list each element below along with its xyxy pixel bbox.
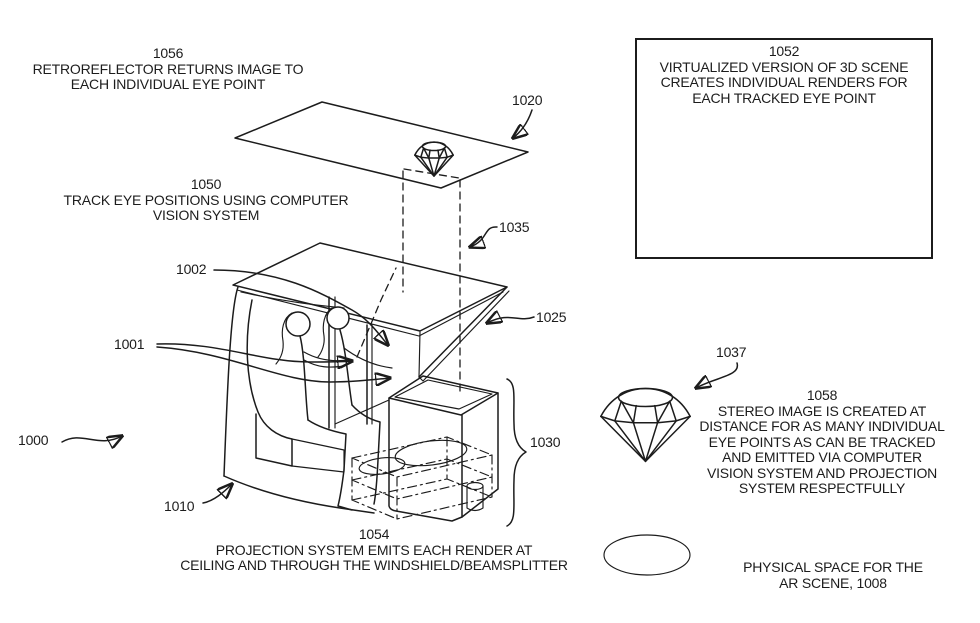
leader-1020 <box>513 109 533 138</box>
virtualized-scene-panel: 1052 VIRTUALIZED VERSION OF 3D SCENE CRE… <box>635 38 933 259</box>
projector-box <box>388 375 499 522</box>
ref-1025: 1025 <box>536 309 567 325</box>
ref-number: 1052 <box>768 43 800 59</box>
windshield-beamsplitter <box>418 286 510 382</box>
brace-1030 <box>506 378 527 527</box>
ref-1035: 1035 <box>499 219 530 235</box>
ref-1002: 1002 <box>176 261 207 277</box>
caption-1054: 1054 PROJECTION SYSTEM EMITS EACH RENDER… <box>144 526 604 574</box>
ref-1037: 1037 <box>716 344 747 360</box>
caption-1056: 1056 RETROREFLECTOR RETURNS IMAGE TO EAC… <box>8 45 328 93</box>
ref-number: 1058 <box>806 387 838 403</box>
leader-1001a <box>156 343 352 362</box>
roof-plane <box>232 242 508 337</box>
ellipse-shadow <box>603 534 691 576</box>
diamond-gem-icon <box>414 141 454 177</box>
ref-1020: 1020 <box>512 92 543 108</box>
leader-1025 <box>487 317 535 323</box>
retroreflector-screen <box>234 101 529 189</box>
ref-1001: 1001 <box>114 336 145 352</box>
passenger-figure <box>317 306 393 505</box>
driver-figure <box>275 311 353 511</box>
caption-1058: 1058 STEREO IMAGE IS CREATED AT DISTANCE… <box>672 387 972 497</box>
ref-number: 1050 <box>190 176 222 192</box>
ref-number: 1054 <box>358 526 390 542</box>
caption-1052: 1052 VIRTUALIZED VERSION OF 3D SCENE CRE… <box>637 43 931 106</box>
projector-unit-dashed <box>351 436 493 520</box>
caption-1050: 1050 TRACK EYE POSITIONS USING COMPUTER … <box>36 176 376 224</box>
ref-1010: 1010 <box>164 498 195 514</box>
leader-1010 <box>202 484 232 504</box>
leader-1002 <box>213 269 388 345</box>
leader-1000 <box>61 436 122 442</box>
ref-number: 1056 <box>152 45 184 61</box>
caption-1008: PHYSICAL SPACE FOR THE AR SCENE, 1008 <box>743 559 923 591</box>
ref-1030: 1030 <box>530 434 561 450</box>
ref-1000: 1000 <box>18 432 49 448</box>
projection-path-dashed <box>356 168 461 392</box>
leader-arrows <box>61 109 738 504</box>
leader-1035 <box>470 226 498 247</box>
leader-1001b <box>156 346 390 382</box>
leader-1037 <box>696 362 738 388</box>
cup-cylinder <box>466 481 484 512</box>
